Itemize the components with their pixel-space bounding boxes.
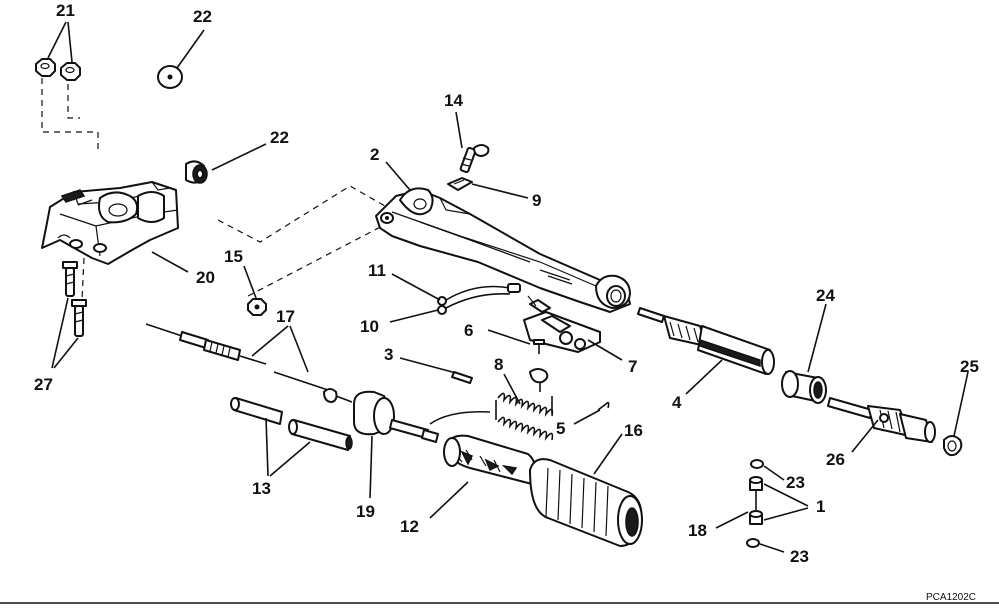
part-3-pin — [451, 371, 473, 384]
part-8-spring — [429, 368, 554, 441]
drawing-code: PCA1202C — [926, 592, 976, 603]
part-24-cap — [781, 370, 827, 404]
callout-20: 20 — [196, 268, 215, 287]
part-21-nuts — [35, 58, 81, 81]
callout-15: 15 — [224, 247, 243, 266]
part-16-handle-grip — [529, 458, 643, 547]
part-2-tiller-arm — [375, 187, 631, 313]
part-14-bolt — [459, 144, 490, 174]
part-26-throttle-knob — [827, 397, 936, 443]
part-6-screw — [533, 339, 545, 354]
callout-1: 1 — [816, 497, 825, 516]
part-22-bushing — [185, 160, 208, 184]
part-15-nut — [247, 298, 267, 316]
callout-27: 27 — [34, 375, 53, 394]
part-27-screws — [62, 261, 87, 337]
callout-12: 12 — [400, 517, 419, 536]
callout-4: 4 — [672, 393, 682, 412]
part-1-18-23-small-parts — [746, 459, 764, 548]
callout-8: 8 — [494, 355, 503, 374]
part-5-cotter — [597, 401, 610, 411]
part-25-plug — [943, 435, 963, 457]
part-19-cylinder — [353, 390, 439, 443]
callout-22-top: 22 — [193, 7, 212, 26]
part-9-clip — [447, 177, 473, 191]
callout-18: 18 — [688, 521, 707, 540]
callout-25: 25 — [960, 357, 979, 376]
part-20-bracket — [41, 181, 179, 265]
callout-5: 5 — [556, 419, 565, 438]
callout-16: 16 — [624, 421, 643, 440]
callout-21: 21 — [56, 1, 75, 20]
callout-26: 26 — [826, 450, 845, 469]
callout-11: 11 — [368, 261, 386, 280]
callout-22-mid: 22 — [270, 128, 289, 147]
part-22-washer-top — [157, 65, 183, 89]
part-4-shaft — [637, 307, 775, 375]
callout-17: 17 — [276, 307, 295, 326]
callout-7: 7 — [628, 357, 637, 376]
part-13-sleeves — [230, 397, 353, 451]
callout-2: 2 — [370, 145, 379, 164]
callout-23-bottom: 23 — [790, 547, 809, 566]
callout-14: 14 — [444, 91, 463, 110]
callout-23-top: 23 — [786, 473, 805, 492]
callout-9: 9 — [532, 191, 541, 210]
callout-24: 24 — [816, 286, 835, 305]
callout-6: 6 — [464, 321, 473, 340]
part-17-cable — [145, 323, 353, 403]
callout-19: 19 — [356, 502, 375, 521]
part-10-11-wire-lead — [437, 283, 521, 315]
callout-13: 13 — [252, 479, 271, 498]
callout-10: 10 — [360, 317, 379, 336]
callout-3: 3 — [384, 345, 393, 364]
part-12-grip-insert — [443, 434, 537, 485]
